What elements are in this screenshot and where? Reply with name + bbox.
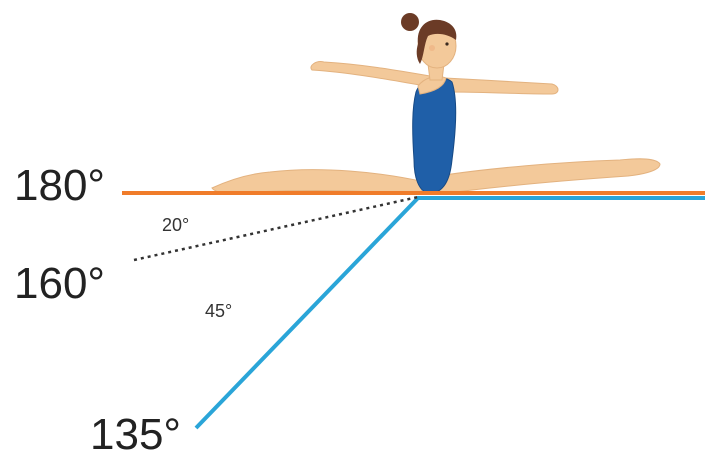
label-45-degrees-difference: 45° [205,301,233,321]
line-135-degrees [194,196,705,430]
gymnast-split-icon [211,13,661,195]
label-135-degrees: 135° [90,410,182,459]
label-160-degrees: 160° [14,259,106,308]
label-180-degrees: 180° [14,161,106,210]
label-20-degrees-difference: 20° [162,215,190,235]
